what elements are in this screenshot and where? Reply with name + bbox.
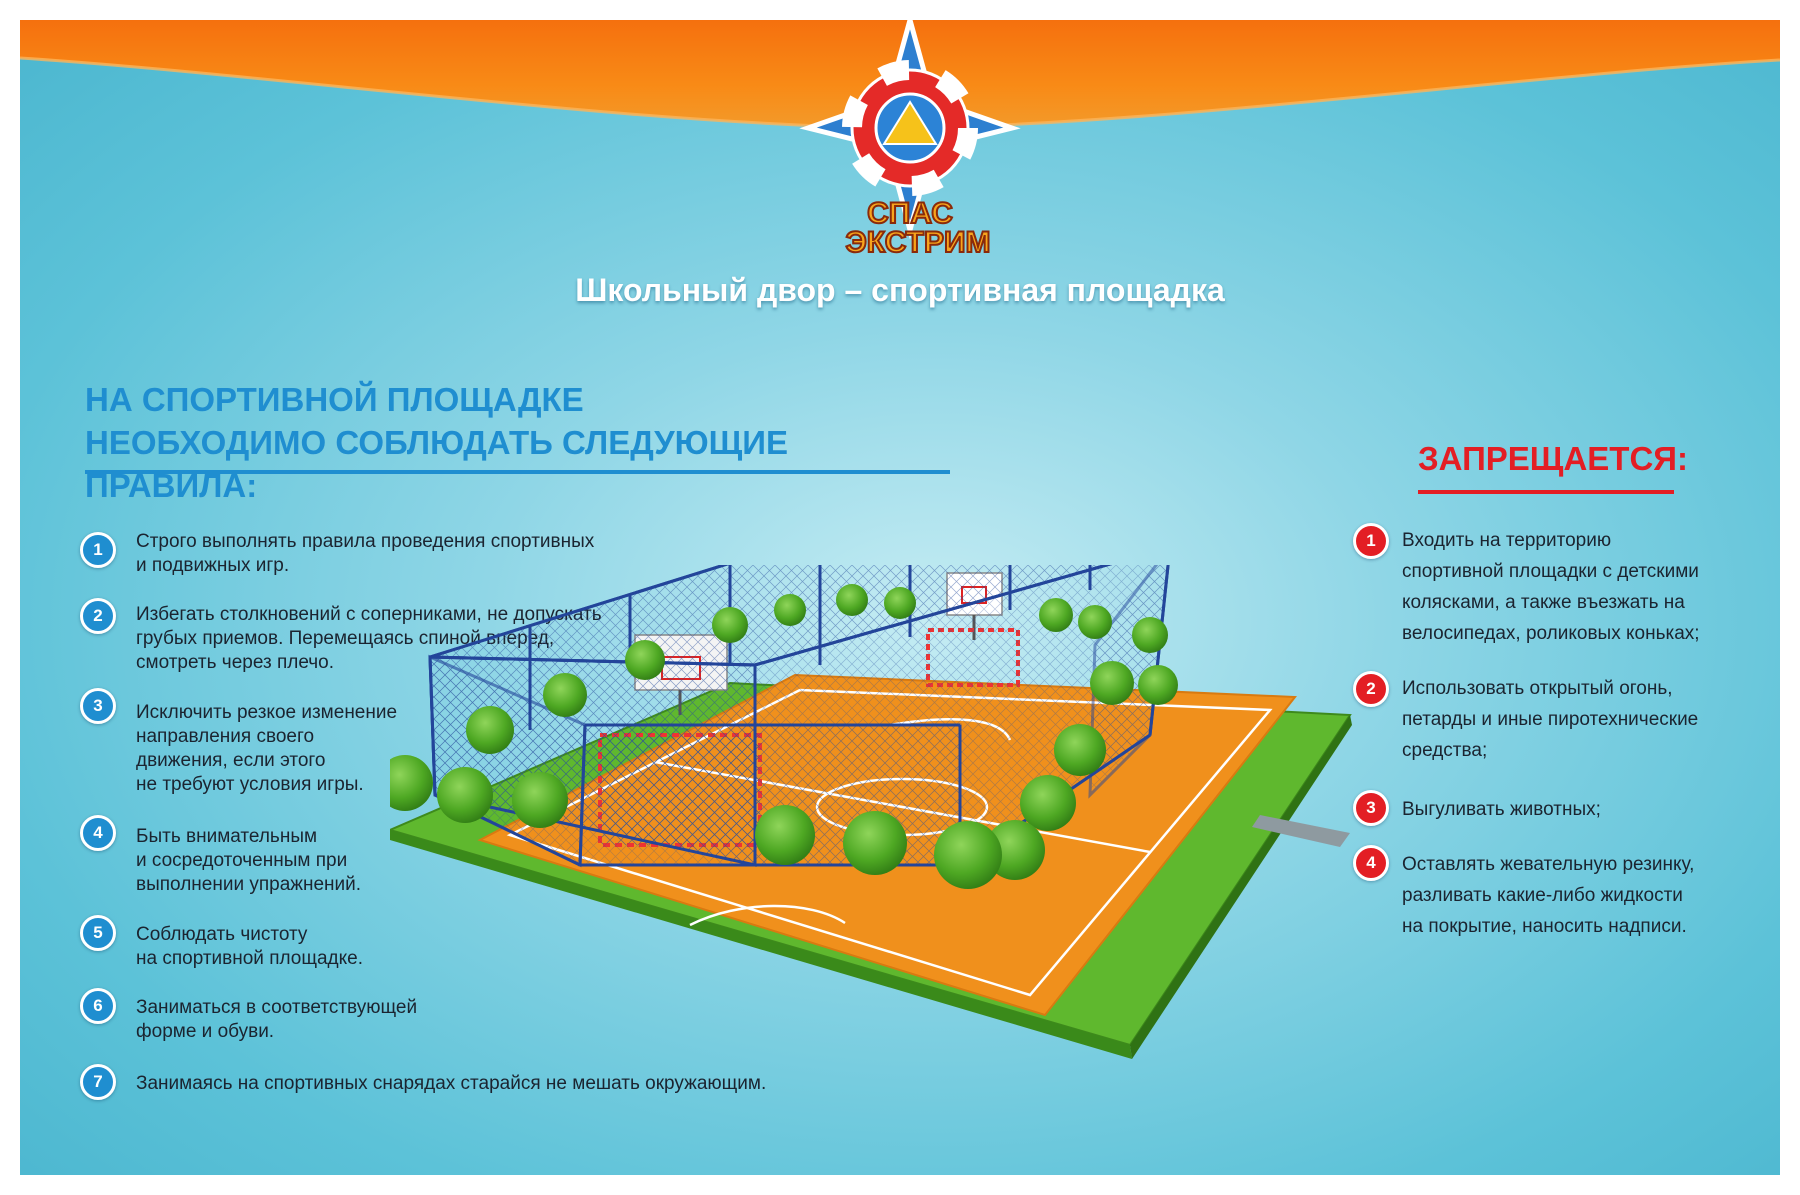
page-subtitle: Школьный двор – спортивная площадка: [575, 272, 1225, 308]
prohibited-number-badge: 3: [1353, 790, 1389, 826]
logo-text-line1: СПАС: [867, 197, 953, 230]
prohibited-number-badge: 2: [1353, 671, 1389, 707]
rule-number-badge: 3: [80, 688, 116, 724]
rule-text: Исключить резкое изменение направления с…: [136, 702, 398, 795]
prohibited-heading: ЗАПРЕЩАЕТСЯ:: [1418, 440, 1688, 477]
star-lifebuoy-emblem-icon: [799, 20, 1021, 240]
prohibited-text: Входить на территорию спортивной площадк…: [1402, 530, 1700, 644]
rule-number-badge: 2: [80, 598, 116, 634]
rule-text: Заниматься в соответствующей форме и обу…: [136, 997, 418, 1042]
rule-number-badge: 1: [80, 532, 116, 568]
rule-number-badge: 7: [80, 1064, 116, 1100]
rules-heading: НА СПОРТИВНОЙ ПЛОЩАДКЕ НЕОБХОДИМО СОБЛЮД…: [85, 378, 965, 507]
rule-text: Строго выполнять правила проведения спор…: [136, 531, 595, 576]
poster: СПАС ЭКСТРИМ Школьный двор – спортивная …: [20, 20, 1780, 1175]
rule-number-badge: 6: [80, 988, 116, 1024]
rule-number-badge: 4: [80, 815, 116, 851]
prohibited-text: Использовать открытый огонь, петарды и и…: [1402, 678, 1699, 761]
logo-text-line2: ЭКСТРИМ: [845, 226, 990, 259]
rules-heading-line2: НЕОБХОДИМО СОБЛЮДАТЬ СЛЕДУЮЩИЕ ПРАВИЛА:: [85, 424, 789, 504]
prohibited-number-badge: 1: [1353, 523, 1389, 559]
rule-text: Соблюдать чистоту на спортивной площадке…: [136, 924, 364, 969]
rule-number-badge: 5: [80, 915, 116, 951]
sports-court-illustration: [390, 565, 1352, 1059]
rules-heading-underline: [85, 470, 950, 474]
rule-text: Быть внимательным и сосредоточенным при …: [136, 826, 362, 895]
rules-heading-line1: НА СПОРТИВНОЙ ПЛОЩАДКЕ: [85, 381, 584, 418]
prohibited-number-badge: 4: [1353, 845, 1389, 881]
logo: СПАС ЭКСТРИМ: [799, 20, 1021, 260]
prohibited-heading-underline: [1418, 490, 1674, 494]
bushes: [390, 584, 1178, 889]
prohibited-text: Выгуливать животных;: [1402, 799, 1601, 820]
prohibited-text: Оставлять жевательную резинку, разливать…: [1402, 854, 1695, 937]
rule-text: Занимаясь на спортивных снарядах старайс…: [136, 1073, 767, 1094]
